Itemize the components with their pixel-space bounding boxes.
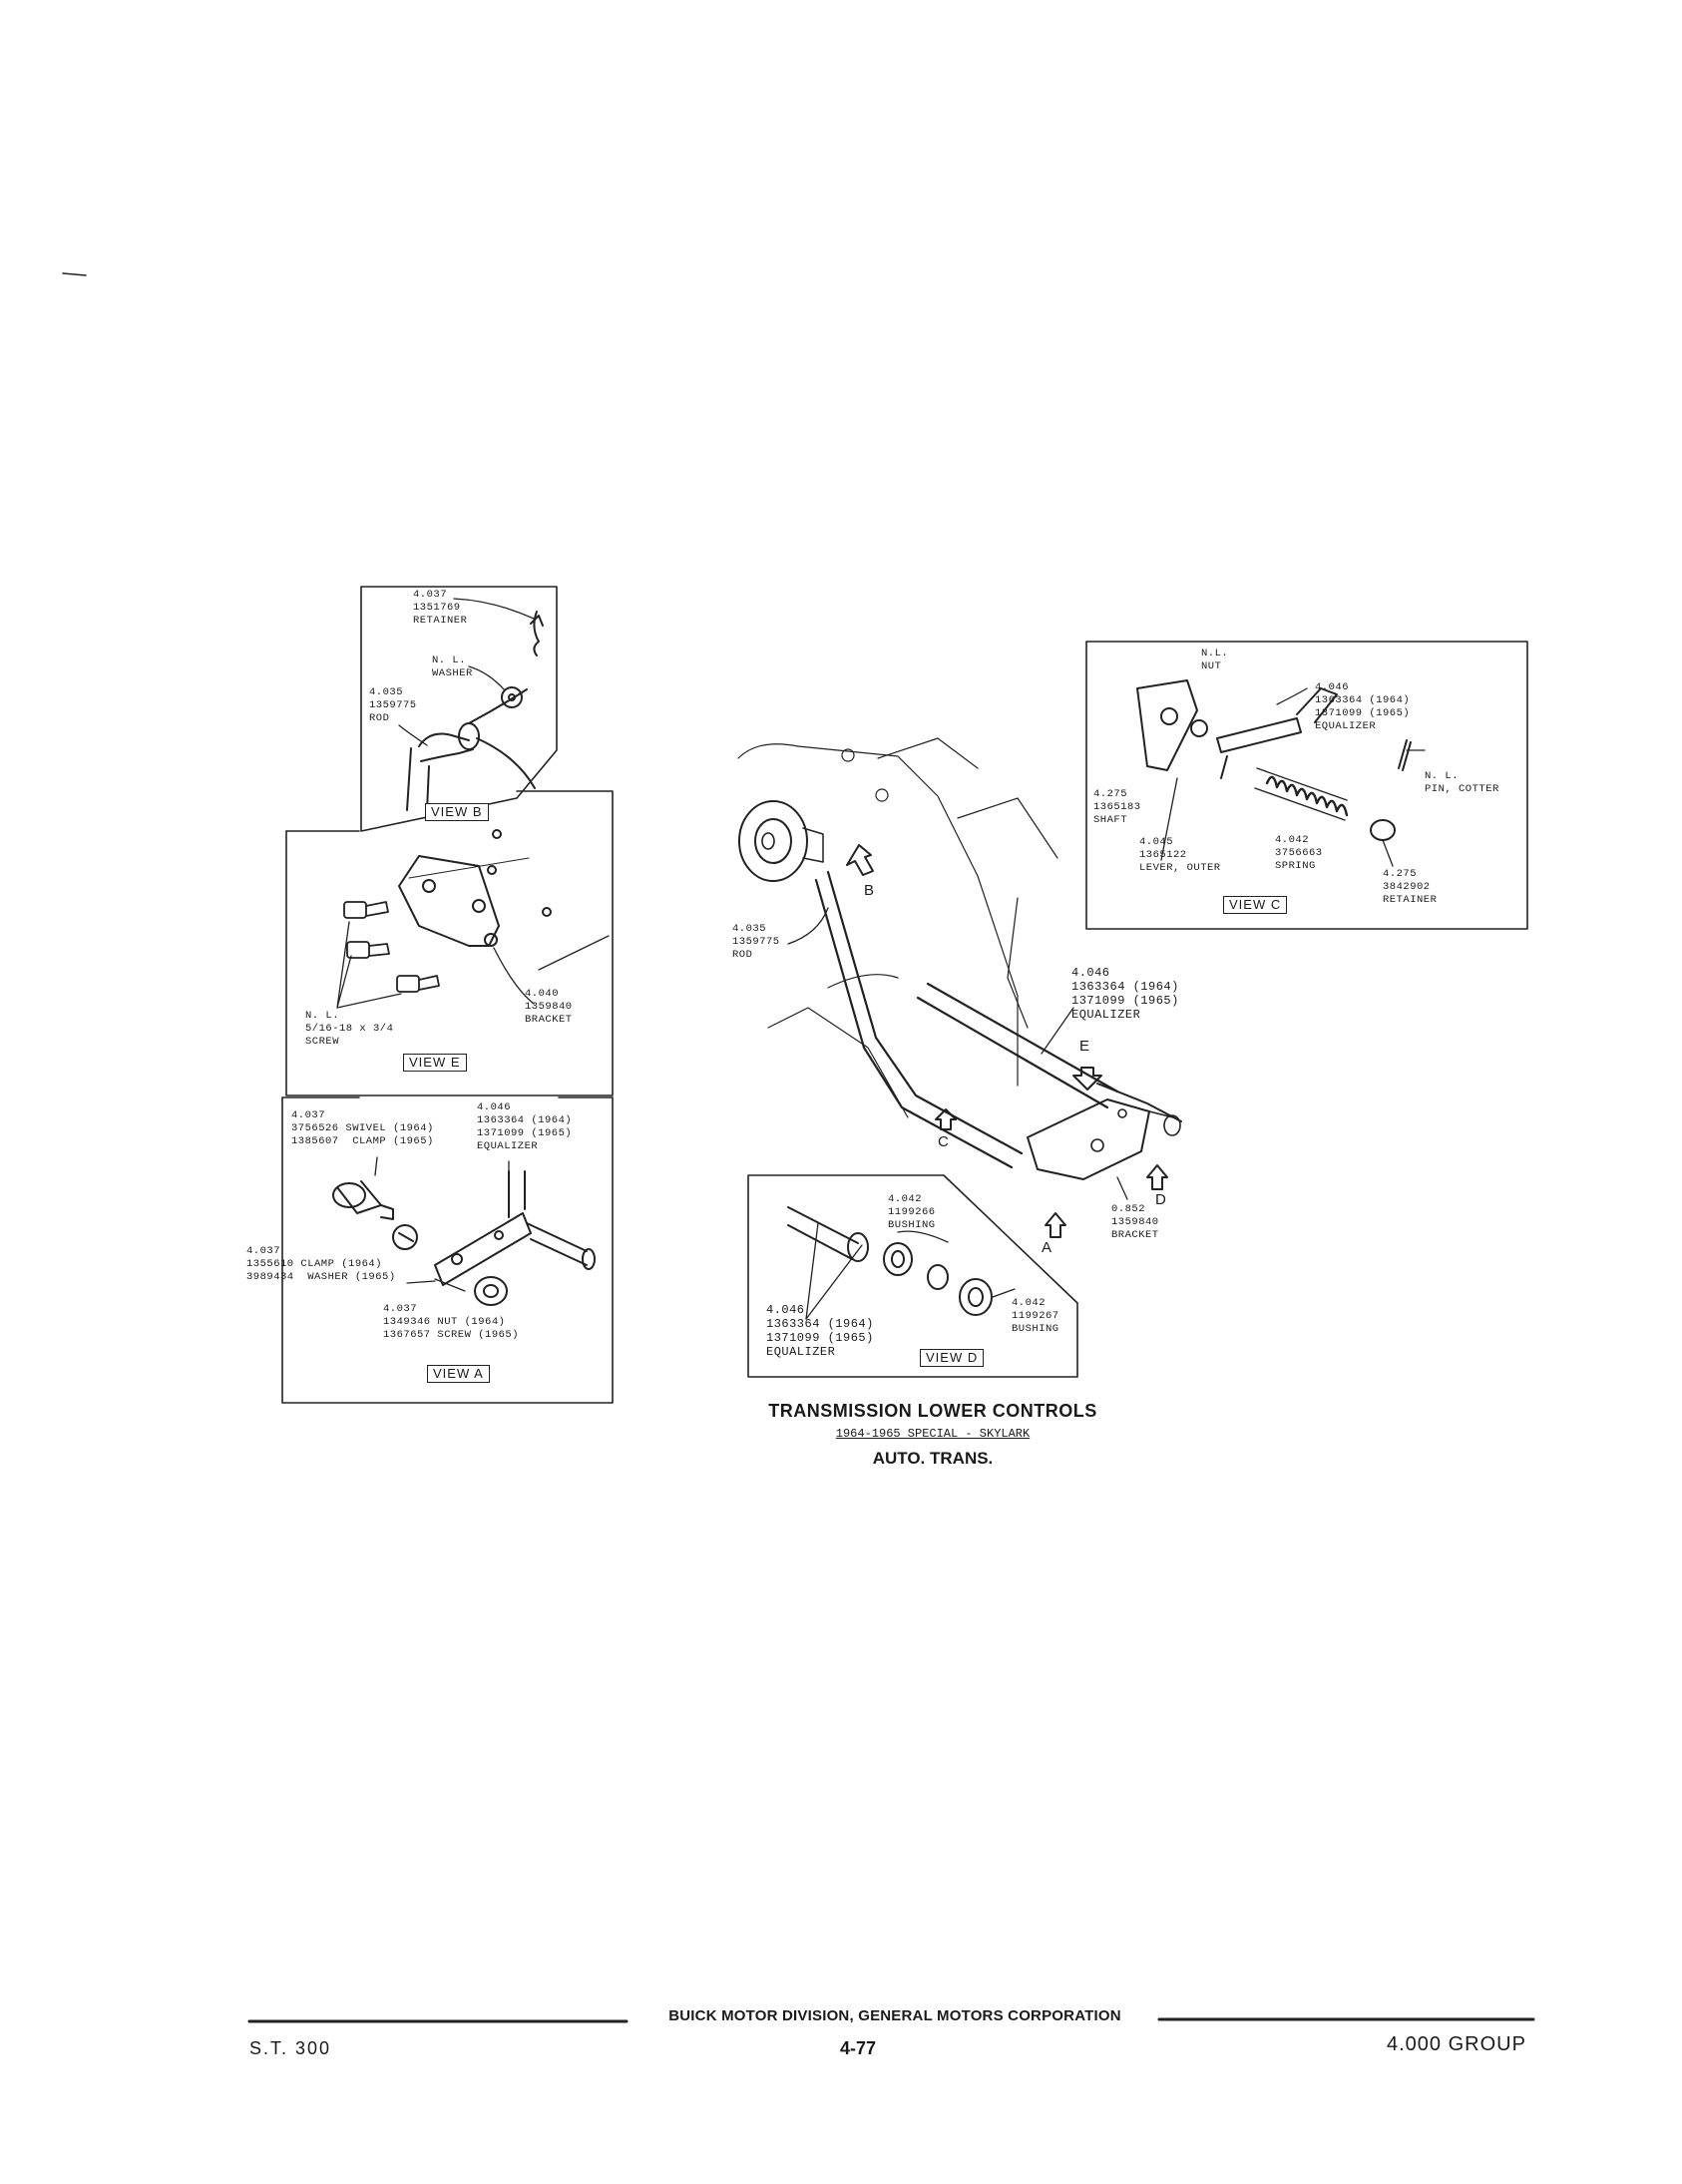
view-b-washer-label: N. L. WASHER <box>432 655 473 679</box>
diagram-subtitle: 1964-1965 SPECIAL - SKYLARK <box>835 1427 1031 1441</box>
view-c-pin-label: N. L. PIN, COTTER <box>1425 770 1499 795</box>
view-arrows <box>846 844 1168 1238</box>
view-e-screw-label: N. L. 5/16-18 x 3/4 SCREW <box>305 1010 394 1048</box>
arrow-d <box>1146 1164 1168 1190</box>
view-c-nut-label: N.L. NUT <box>1201 648 1229 672</box>
main-equalizer-label: 4.046 1363364 (1964) 1371099 (1965) EQUA… <box>1071 966 1179 1022</box>
footer-left-code: S.T. 300 <box>249 2038 332 2058</box>
footer-company: BUICK MOTOR DIVISION, GENERAL MOTORS COR… <box>668 2007 1121 2024</box>
page-number: 4-77 <box>840 2038 877 2058</box>
view-e-tag: VIEW E <box>403 1054 467 1072</box>
arrow-e <box>1072 1067 1102 1091</box>
diagram-subtitle-2: AUTO. TRANS. <box>872 1449 994 1468</box>
main-bracket-label: 0.852 1359840 BRACKET <box>1111 1203 1159 1241</box>
arrow-b <box>846 844 874 876</box>
main-assembly-drawing <box>737 737 1182 1200</box>
main-rod-label: 4.035 1359775 ROD <box>732 923 780 961</box>
view-c-retainer-label: 4.275 3842902 RETAINER <box>1383 868 1438 906</box>
view-a-tag: VIEW A <box>427 1365 490 1383</box>
view-d-tag: VIEW D <box>920 1349 985 1367</box>
view-d-equalizer-label: 4.046 1363364 (1964) 1371099 (1965) EQUA… <box>766 1303 874 1359</box>
view-d-drawing <box>747 1174 1078 1378</box>
arrow-a <box>1045 1212 1066 1238</box>
view-b-drawing <box>360 586 558 832</box>
view-c-tag: VIEW C <box>1223 896 1288 914</box>
arrow-c <box>935 1108 957 1130</box>
arrow-c-label: C <box>938 1133 949 1150</box>
arrow-b-label: B <box>864 882 875 899</box>
view-a-swivel-label: 4.037 3756526 SWIVEL (1964) 1385607 CLAM… <box>291 1109 434 1147</box>
view-c-spring-label: 4.042 3756663 SPRING <box>1275 834 1323 872</box>
view-a-drawing <box>281 1096 614 1404</box>
view-a-nut-label: 4.037 1349346 NUT (1964) 1367657 SCREW (… <box>383 1303 520 1341</box>
arrow-d-label: D <box>1155 1191 1166 1208</box>
view-b-tag: VIEW B <box>425 803 489 821</box>
view-b-retainer-label: 4.037 1351769 RETAINER <box>413 589 468 627</box>
view-e-bracket-label: 4.040 1359840 BRACKET <box>525 988 573 1026</box>
view-d-bushing1-label: 4.042 1199266 BUSHING <box>888 1193 936 1231</box>
view-c-drawing <box>1085 641 1528 930</box>
arrow-e-label: E <box>1079 1038 1090 1055</box>
footer-group: 4.000 GROUP <box>1387 2033 1526 2055</box>
view-e-drawing <box>285 790 614 1096</box>
diagram-title: TRANSMISSION LOWER CONTROLS <box>768 1401 1097 1421</box>
view-c-lever-label: 4.045 1365122 LEVER, OUTER <box>1139 836 1221 874</box>
view-b-rod-label: 4.035 1359775 ROD <box>369 686 417 724</box>
arrow-a-label: A <box>1042 1239 1052 1256</box>
view-d-bushing2-label: 4.042 1199267 BUSHING <box>1012 1297 1059 1335</box>
view-c-equalizer-label: 4.046 1363364 (1964) 1371099 (1965) EQUA… <box>1315 681 1411 732</box>
view-a-equalizer-label: 4.046 1363364 (1964) 1371099 (1965) EQUA… <box>477 1101 573 1152</box>
scan-mark <box>62 272 87 276</box>
view-a-clamp-label: 4.037 1355610 CLAMP (1964) 3989434 WASHE… <box>246 1245 396 1283</box>
view-c-shaft-label: 4.275 1365183 SHAFT <box>1093 788 1141 826</box>
